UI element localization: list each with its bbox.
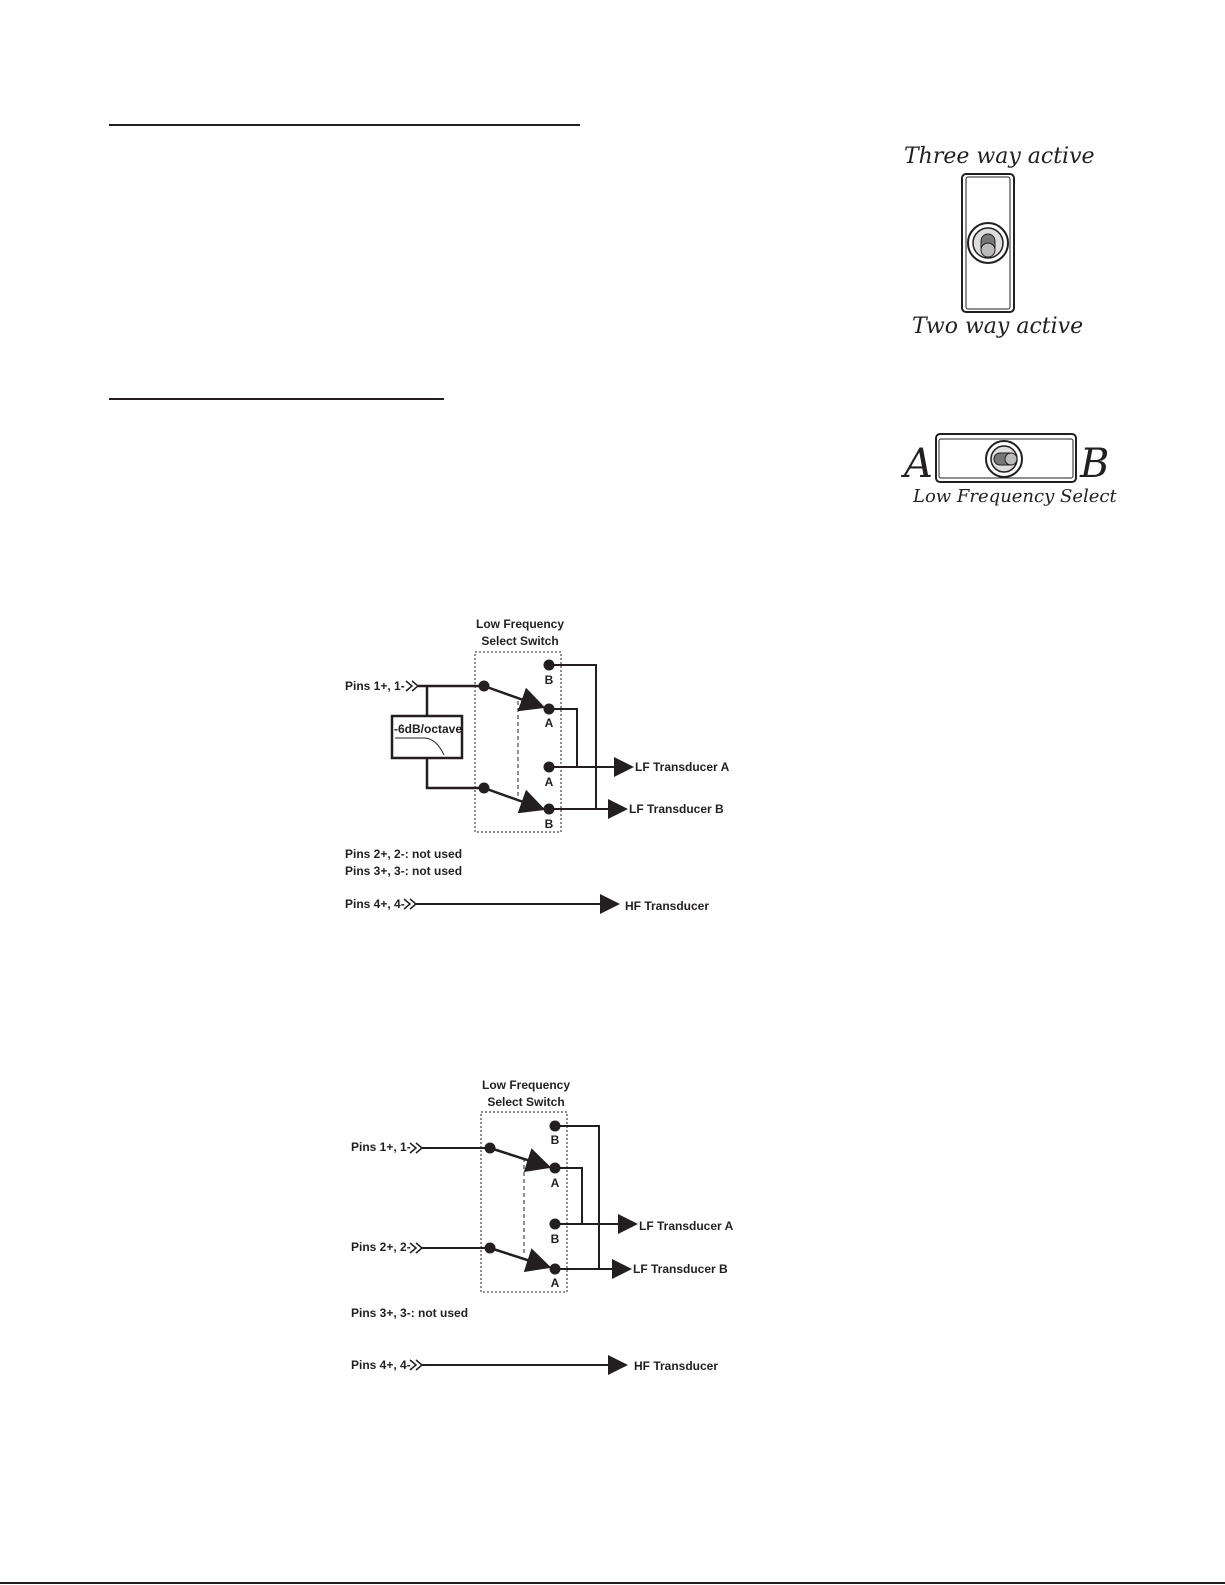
pins-1-label-2: Pins 1+, 1- bbox=[351, 1140, 411, 1154]
vertical-toggle-switch bbox=[961, 173, 1015, 313]
hf-transducer-label-2: HF Transducer bbox=[634, 1359, 718, 1373]
select-b-label: B bbox=[1080, 441, 1110, 487]
switch-title-1a: Low Frequency bbox=[476, 617, 564, 631]
pins-2-label-2: Pins 2+, 2- bbox=[351, 1240, 411, 1254]
hf-transducer-label: HF Transducer bbox=[625, 899, 709, 913]
pins-2-label: Pins 2+, 2-: not used bbox=[345, 847, 462, 861]
wiring-diagram-1: Low Frequency Select Switch Pins 1+, 1- … bbox=[345, 617, 730, 914]
switch-box-2 bbox=[480, 1111, 568, 1293]
three-way-active-label: Three way active bbox=[904, 144, 1095, 169]
contact-b-bot: B bbox=[545, 817, 554, 831]
low-frequency-select-caption: Low Frequency Select bbox=[913, 486, 1117, 507]
pins-3-label-2: Pins 3+, 3-: not used bbox=[351, 1306, 468, 1320]
two-way-active-label: Two way active bbox=[912, 314, 1084, 339]
contact2-a-bot: A bbox=[551, 1276, 560, 1290]
lf-transducer-a-label: LF Transducer A bbox=[635, 760, 730, 774]
page-bottom-rule bbox=[0, 1582, 1225, 1584]
switch-box bbox=[474, 651, 562, 833]
switch-title-2a: Low Frequency bbox=[482, 1078, 570, 1092]
contact2-a-top: A bbox=[551, 1176, 560, 1190]
contact2-b-top: B bbox=[551, 1133, 560, 1147]
filter-box bbox=[390, 714, 464, 760]
section-rule-2 bbox=[109, 398, 444, 400]
switch-title-1b: Select Switch bbox=[481, 634, 558, 648]
lf-transducer-b-label-2: LF Transducer B bbox=[633, 1262, 728, 1276]
pins-4-label-2: Pins 4+, 4- bbox=[351, 1358, 411, 1372]
contact-b-top: B bbox=[545, 673, 554, 687]
pins-3-label: Pins 3+, 3-: not used bbox=[345, 864, 462, 878]
lf-transducer-a-label-2: LF Transducer A bbox=[639, 1219, 734, 1233]
horizontal-toggle-switch bbox=[935, 433, 1077, 483]
wiring-diagram-2: Low Frequency Select Switch Pins 1+, 1- … bbox=[351, 1078, 734, 1375]
pins-4-label: Pins 4+, 4- bbox=[345, 897, 405, 911]
contact-a-top: A bbox=[545, 716, 554, 730]
pins-1-label: Pins 1+, 1- bbox=[345, 679, 405, 693]
select-a-label: A bbox=[904, 441, 933, 487]
lf-transducer-b-label: LF Transducer B bbox=[629, 802, 724, 816]
contact-a-mid: A bbox=[545, 775, 554, 789]
switch-title-2b: Select Switch bbox=[487, 1095, 564, 1109]
section-rule-1 bbox=[109, 124, 580, 126]
contact2-b-mid: B bbox=[551, 1232, 560, 1246]
filter-label: -6dB/octave bbox=[394, 722, 462, 736]
